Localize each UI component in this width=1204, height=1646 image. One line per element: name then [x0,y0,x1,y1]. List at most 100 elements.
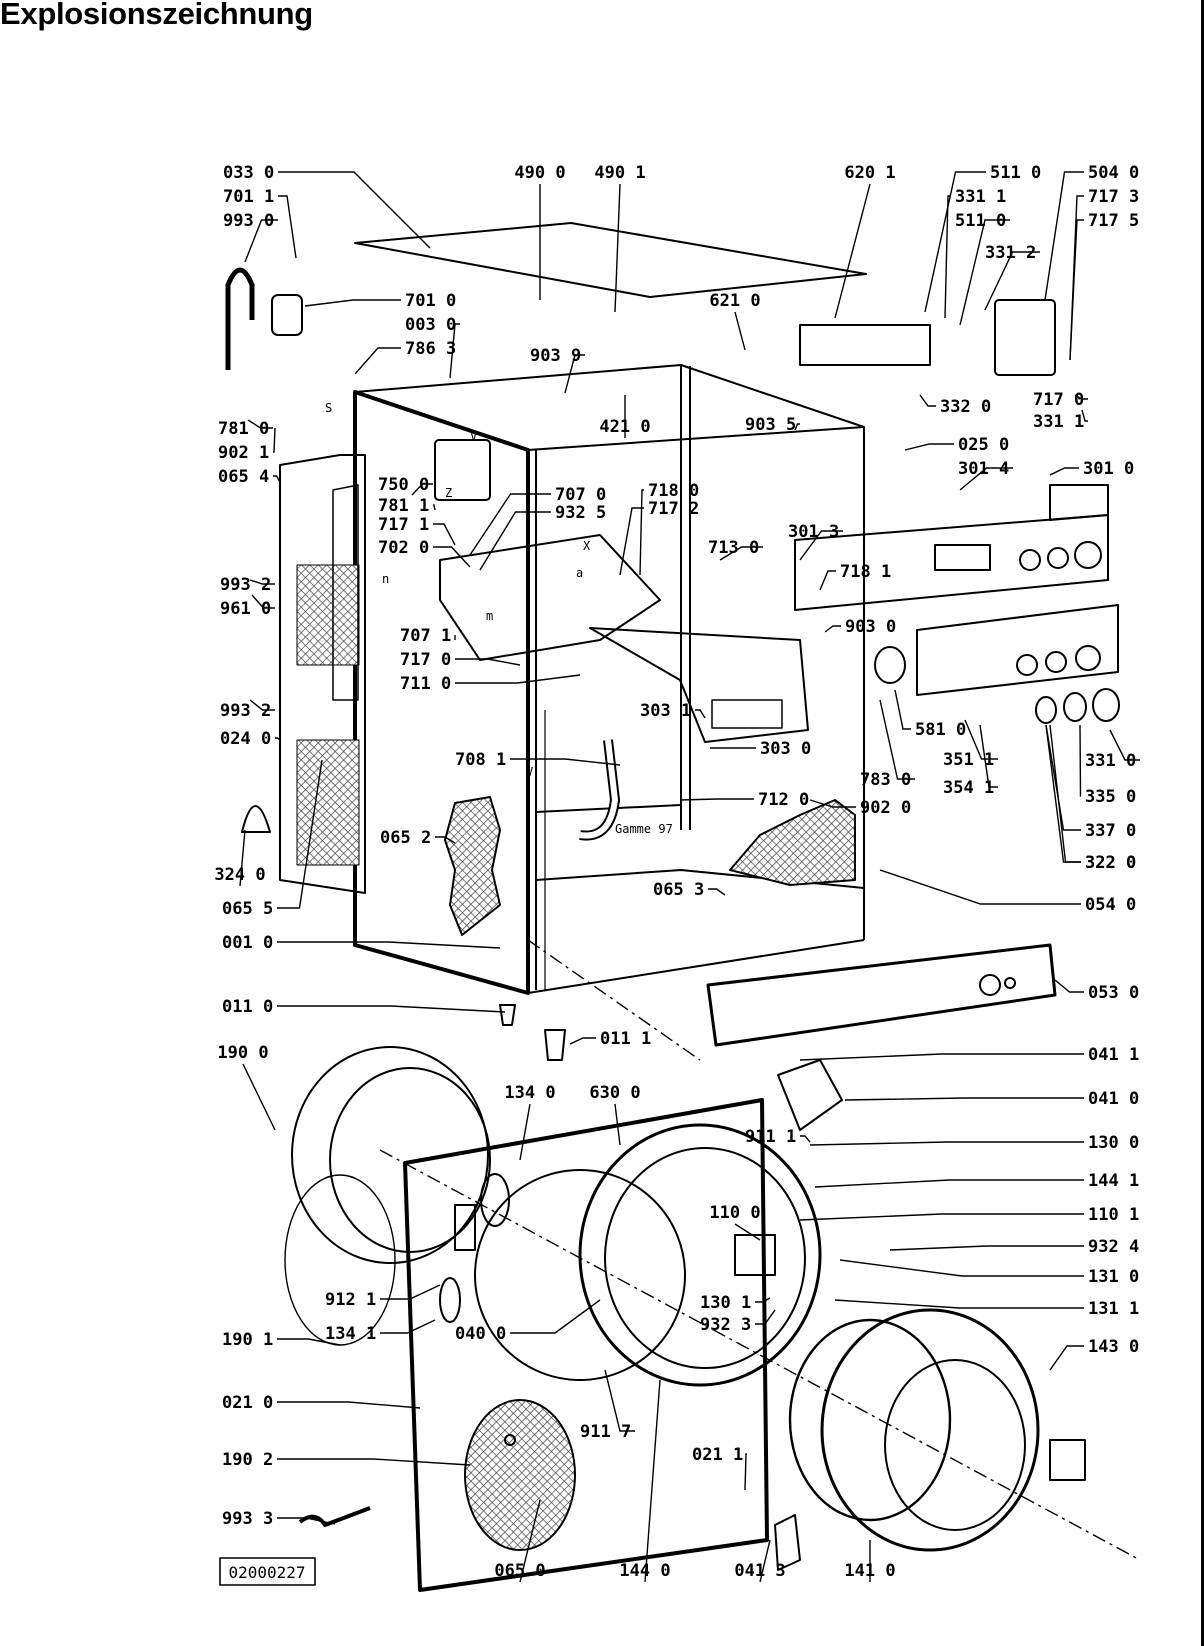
inline-mark: Z [445,486,452,500]
part-label: 911 1 [745,1127,796,1147]
page-title: Explosionszeichnung [0,0,313,31]
part-label: 065 0 [494,1561,545,1581]
leader-line [469,493,551,556]
knob-c [1074,541,1102,569]
part-label: 717 0 [400,650,451,670]
leader-line [277,759,323,909]
part-label: 190 1 [222,1330,273,1350]
door-ring [578,1123,822,1387]
leader-line [919,394,936,407]
part-label: 718 1 [840,562,891,582]
part-label: 110 0 [709,1203,760,1223]
insulation-065-4 [296,564,360,666]
leader-line [273,427,276,453]
leader-line [614,1103,621,1146]
leader-line [979,724,998,788]
part-label: 711 0 [400,674,451,694]
leader-line [679,798,754,801]
inline-mark: V [470,429,477,443]
leader-line [639,489,644,576]
part-label: 331 2 [985,243,1036,263]
cap-324 [241,805,271,833]
part-label: 708 1 [455,750,506,770]
door-outer-ring [820,1308,1040,1552]
leader-line [244,219,278,263]
part-label: 335 0 [1085,787,1136,807]
panel-knob-3 [1075,645,1101,671]
part-label: 040 0 [455,1324,506,1344]
part-label: 011 0 [222,997,273,1017]
part-label: 701 1 [223,187,274,207]
leader-line [277,1338,341,1346]
program-panel [916,604,1119,696]
part-label: 141 0 [844,1561,895,1581]
leader-line [411,483,433,496]
part-label: 421 0 [599,417,650,437]
leader-line [277,1005,506,1013]
leader-line [242,1063,276,1131]
part-label: 903 0 [845,617,896,637]
leader-line [734,311,746,351]
part-label: 781 0 [218,419,269,439]
part-label: 783 0 [860,770,911,790]
part-label: 932 4 [1088,1237,1139,1257]
leader-line [1049,467,1079,476]
cabinet-base [527,939,865,994]
leader-line [1109,729,1140,761]
part-label: 303 1 [640,701,691,721]
leader-line [380,1319,436,1334]
leader-line [904,443,954,451]
tub-seal-190-1 [284,1174,396,1346]
door-glass [884,1359,1026,1531]
leader-line [569,1037,596,1045]
leader-line [354,347,401,375]
part-label: 490 0 [514,163,565,183]
knob-331 [1092,688,1120,722]
part-label: 903 9 [530,346,581,366]
leader-line [247,419,273,429]
insulation-065-5 [296,739,360,866]
inlet-valve-781-1 [434,439,491,501]
part-label: 902 1 [218,443,269,463]
cabinet-top-edge [527,426,865,451]
leader-line [275,737,281,741]
leader-line [614,183,621,313]
leader-line [1049,1345,1084,1371]
leader-line [277,1458,471,1466]
part-label: 781 1 [378,496,429,516]
part-label: 190 0 [217,1043,268,1063]
part-label: 932 5 [555,503,606,523]
leader-line [433,546,471,568]
part-label: 718 0 [648,481,699,501]
leader-line [799,1053,1084,1061]
part-label: 581 0 [915,720,966,740]
leader-line [249,699,275,711]
part-drawings [219,222,1141,1592]
part-label: 620 1 [844,163,895,183]
part-label: 024 0 [220,729,271,749]
leader-line [889,1245,1084,1251]
part-label: 717 5 [1088,211,1139,231]
part-label: 003 0 [405,315,456,335]
switch-block [799,324,931,366]
part-label: 993 2 [220,575,271,595]
part-label: 902 0 [860,798,911,818]
leader-line [959,467,1013,491]
part-label: 110 1 [1088,1205,1139,1225]
leader-line [510,758,621,766]
part-label: 134 1 [325,1324,376,1344]
leader-line [719,546,763,561]
leader-line [604,1369,635,1432]
part-label: 911 7 [580,1422,631,1442]
hinge-bracket [777,1059,843,1131]
leader-line [1069,219,1084,361]
side-panel-hole [332,484,359,701]
door-ring-inner [604,1147,806,1369]
knob-b [1047,547,1069,569]
part-label: 025 0 [958,435,1009,455]
part-label: 337 0 [1085,821,1136,841]
leader-line [834,1299,1084,1309]
